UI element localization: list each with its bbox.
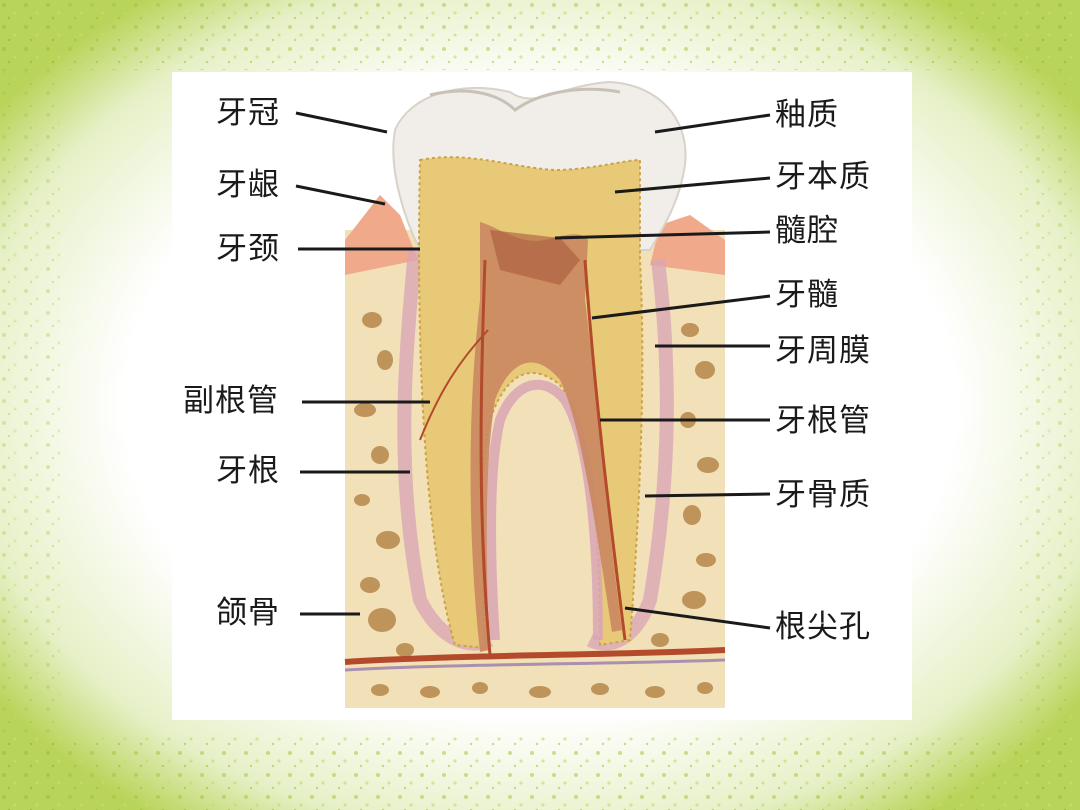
label-periodontal-membrane: 牙周膜 [775, 333, 871, 369]
pulp [470, 222, 622, 652]
label-gum: 牙龈 [216, 167, 280, 203]
label-jaw-bone: 颌骨 [216, 595, 280, 631]
label-neck: 牙颈 [216, 231, 280, 267]
label-apical-foramen: 根尖孔 [775, 609, 871, 645]
label-accessory-canal: 副根管 [183, 383, 279, 419]
accessory-canal [419, 329, 489, 441]
label-enamel: 釉质 [775, 97, 839, 133]
label-cementum: 牙骨质 [775, 477, 871, 513]
label-dentin: 牙本质 [775, 159, 871, 195]
gum [345, 195, 725, 275]
label-root-canal: 牙根管 [775, 403, 871, 439]
label-pulp-cavity: 髓腔 [775, 213, 839, 249]
label-crown: 牙冠 [216, 95, 280, 131]
label-pulp: 牙髓 [775, 277, 839, 313]
label-root: 牙根 [216, 453, 280, 489]
pulp-chamber [490, 230, 580, 285]
